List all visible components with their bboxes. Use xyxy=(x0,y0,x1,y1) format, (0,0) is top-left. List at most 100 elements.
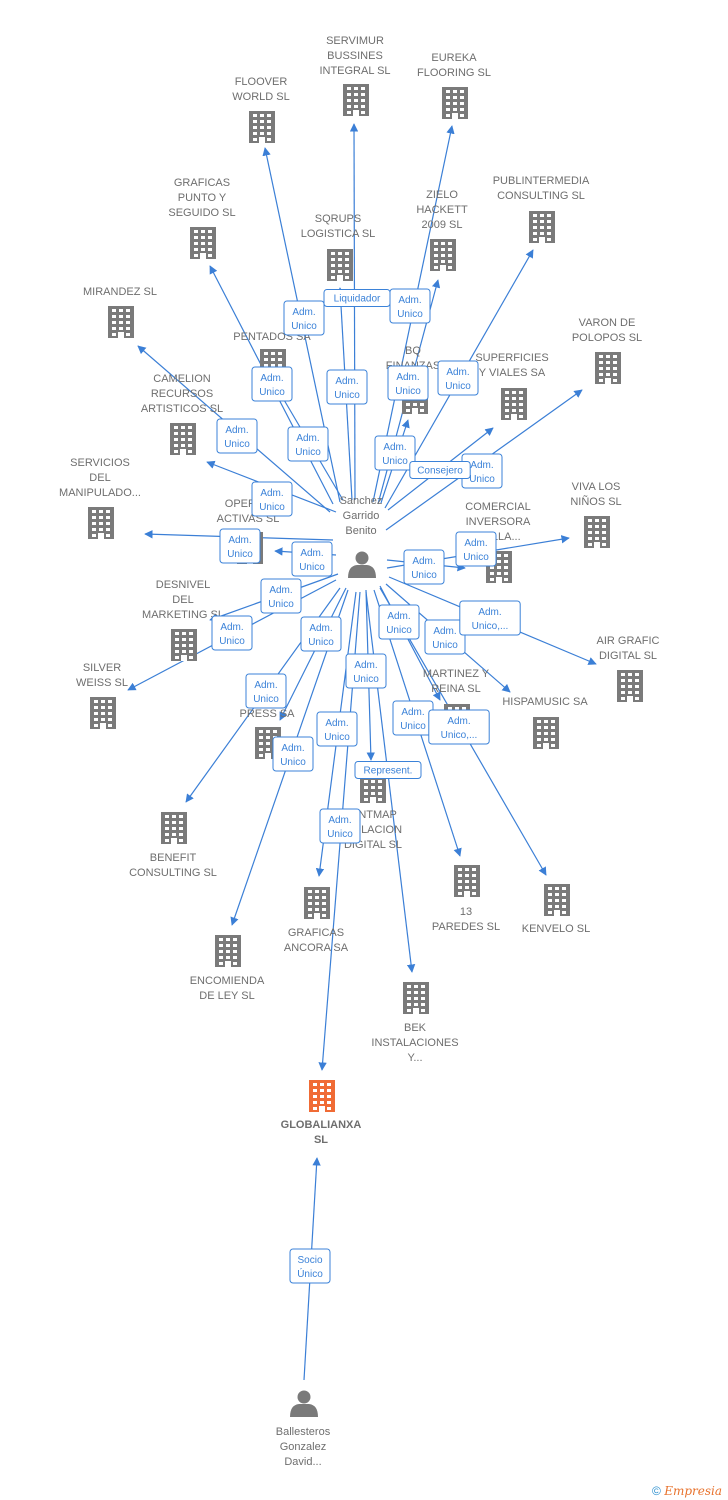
company-icon-zielo[interactable] xyxy=(430,239,456,271)
role-badge-pentados[interactable]: Adm.Unico xyxy=(287,426,329,462)
role-badge-operac[interactable]: Adm.Unico xyxy=(291,541,333,577)
company-icon-paredes[interactable] xyxy=(454,865,480,897)
company-label-camelion-line: RECURSOS xyxy=(151,388,213,400)
main-company-icon[interactable] xyxy=(309,1080,335,1112)
role-badge-publintermedia[interactable]: Adm.Unico xyxy=(437,360,479,396)
company-icon-kenvelo[interactable] xyxy=(544,884,570,916)
role-badge-bek[interactable]: Adm.Unico xyxy=(316,711,358,747)
company-icon-viva[interactable] xyxy=(584,516,610,548)
role-label-line: Unico xyxy=(327,829,353,840)
role-badge-printmap[interactable]: Represent. xyxy=(354,761,422,779)
role-label: Adm.Unico xyxy=(291,307,317,332)
company-icon-varon[interactable] xyxy=(595,352,621,384)
role-badge-airgrafic[interactable]: Adm.Unico,... xyxy=(459,600,521,636)
company-icon-superficies[interactable] xyxy=(501,388,527,420)
company-icon-hispamusic[interactable] xyxy=(533,717,559,749)
role-badge-encomienda[interactable]: Adm.Unico xyxy=(272,736,314,772)
role-badge-sqrups[interactable]: Adm.Unico xyxy=(326,369,368,405)
role-label: Adm.Unico xyxy=(224,425,250,450)
footer-brand[interactable]: © Empresia xyxy=(652,1484,722,1498)
role-label: Adm.Unico xyxy=(259,373,285,398)
role-badge-graficas_ancora[interactable]: Adm.Unico xyxy=(345,653,387,689)
role-badge-hispamusic[interactable]: Adm.Unico xyxy=(424,619,466,655)
role-badge-martinez[interactable]: Adm.Unico xyxy=(378,604,420,640)
role-label: Adm.Unico xyxy=(334,376,360,401)
company-icon-servicios[interactable] xyxy=(88,507,114,539)
company-label-eureka-line: EUREKA xyxy=(431,52,477,64)
company-label-eureka-line: FLOORING SL xyxy=(417,67,491,79)
company-label-bq_finanzas-line: BQ xyxy=(405,345,421,357)
company-icon-press[interactable] xyxy=(255,727,281,759)
role-badge-benefit[interactable]: Adm.Unico xyxy=(300,616,342,652)
role-label-line: Único xyxy=(297,1267,323,1280)
company-label-paredes-line: PAREDES SL xyxy=(432,921,500,933)
company-icon-graficas_punto[interactable] xyxy=(190,227,216,259)
role-badge-servimur[interactable]: Liquidador xyxy=(323,289,391,307)
company-label-publintermedia-line: PUBLINTERMEDIA xyxy=(493,175,590,187)
role-badge-paredes[interactable]: Adm.Unico xyxy=(392,700,434,736)
role-label: Adm.Unico xyxy=(397,295,423,320)
company-icon-camelion[interactable] xyxy=(170,423,196,455)
company-icon-airgrafic[interactable] xyxy=(617,670,643,702)
company-icon-mirandez[interactable] xyxy=(108,306,134,338)
company-icon-floover[interactable] xyxy=(249,111,275,143)
company-label-graficas_punto-line: GRAFICAS xyxy=(174,177,230,189)
company-icon-comercial[interactable] xyxy=(486,551,512,583)
role-label-line: Unico xyxy=(299,562,325,573)
role-label-line: Unico xyxy=(386,625,412,636)
role-badge-kenvelo[interactable]: Adm.Unico,... xyxy=(428,709,490,745)
role-badge-superficies[interactable]: Adm.Unico xyxy=(374,435,416,471)
role-label-line: Socio xyxy=(297,1255,322,1266)
role-badge-eureka[interactable]: Adm.Unico xyxy=(389,288,431,324)
role-label: Adm.Unico xyxy=(400,707,426,732)
role-label-line: Unico xyxy=(280,757,306,768)
person-icon-ballesteros[interactable] xyxy=(290,1390,318,1418)
role-badge-bq_finanzas[interactable]: Adm.Unico xyxy=(387,365,429,401)
company-label-press-line: PRESS SA xyxy=(239,708,295,720)
company-icon-desnivel[interactable] xyxy=(171,629,197,661)
company-label-mirandez: MIRANDEZ SL xyxy=(83,286,157,298)
company-icon-encomienda[interactable] xyxy=(215,935,241,967)
role-badge-comercial[interactable]: Adm.Unico xyxy=(403,549,445,585)
role-badge-varon[interactable]: Consejero xyxy=(409,461,471,479)
company-label-servicios-line: SERVICIOS xyxy=(70,457,130,469)
company-icon-eureka[interactable] xyxy=(442,87,468,119)
role-badge-servicios[interactable]: Adm.Unico xyxy=(219,528,261,564)
company-label-silver-line: SILVER xyxy=(83,662,121,674)
company-icon-benefit[interactable] xyxy=(161,812,187,844)
role-label-line: Unico xyxy=(445,381,471,392)
role-badge-silver[interactable]: Adm.Unico xyxy=(211,615,253,651)
company-icon-publintermedia[interactable] xyxy=(529,211,555,243)
company-icon-graficas_ancora[interactable] xyxy=(304,887,330,919)
role-badge-desnivel[interactable]: Adm.Unico xyxy=(260,578,302,614)
role-label: Adm.Unico xyxy=(327,815,353,840)
role-label: Adm.Unico xyxy=(469,460,495,485)
role-badge-mirandez[interactable]: Adm.Unico xyxy=(216,418,258,454)
role-label: Adm.Unico xyxy=(324,718,350,743)
company-label-airgrafic-line: DIGITAL SL xyxy=(599,650,657,662)
role-badge-press[interactable]: Adm.Unico xyxy=(245,673,287,709)
company-label-silver-line: WEISS SL xyxy=(76,677,128,689)
role-badge-graficas_punto[interactable]: Adm.Unico xyxy=(251,366,293,402)
company-icon-silver[interactable] xyxy=(90,697,116,729)
person-icon-sanchez[interactable] xyxy=(348,551,376,579)
company-icon-bek[interactable] xyxy=(403,982,429,1014)
company-icon-servimur[interactable] xyxy=(343,84,369,116)
company-icon-sqrups[interactable] xyxy=(327,249,353,281)
role-badge-floover[interactable]: Adm.Unico xyxy=(283,300,325,336)
role-badge-globalianxa[interactable]: Adm.Unico xyxy=(319,808,361,844)
role-badge-viva[interactable]: Adm.Unico xyxy=(455,531,497,567)
role-badge-camelion[interactable]: Adm.Unico xyxy=(251,481,293,517)
